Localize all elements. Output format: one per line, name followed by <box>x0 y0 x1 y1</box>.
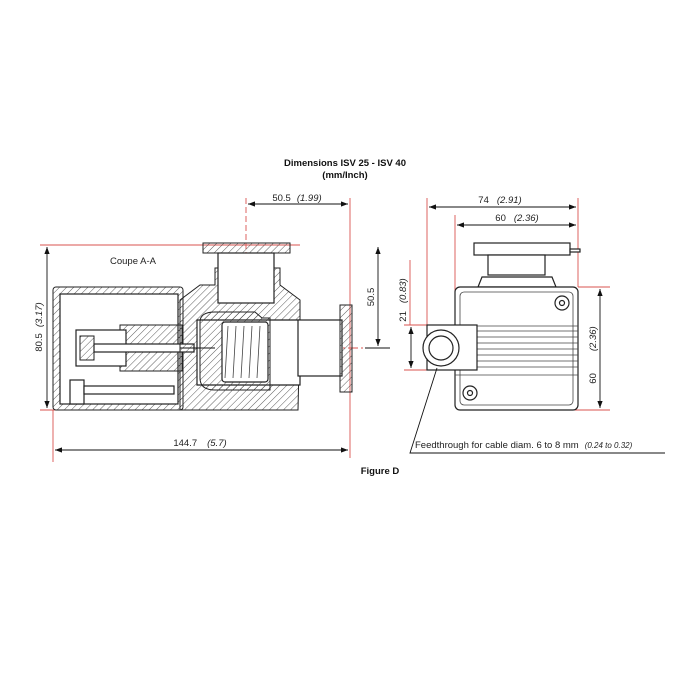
end-view: 74(2.91) 60(2.36) 60(2.36) 21(0.83) Feed… <box>398 195 665 454</box>
dim-body-height: 60(2.36) <box>588 326 599 383</box>
dim-length-total: 144.7(5.7) <box>173 438 226 449</box>
dim-width-body: 60(2.36) <box>495 213 538 224</box>
dim-width-total: 74(2.91) <box>478 195 521 206</box>
dim-axis-height: 50.5 <box>366 288 377 307</box>
feedthrough-note: Feedthrough for cable diam. 6 to 8 mm(0.… <box>415 440 633 451</box>
section-view: Coupe A-A 80.5(3.17) 50.5(1.99) 50.5 144… <box>34 193 390 462</box>
dim-flange-offset: 50.5(1.99) <box>272 193 321 204</box>
dim-height-total: 80.5(3.17) <box>34 302 45 351</box>
title: Dimensions ISV 25 - ISV 40 <box>284 158 406 169</box>
dim-gland-height: 21(0.83) <box>398 278 409 321</box>
figure-label: Figure D <box>361 466 400 477</box>
section-label: Coupe A-A <box>110 256 157 267</box>
subtitle: (mm/Inch) <box>322 170 367 181</box>
